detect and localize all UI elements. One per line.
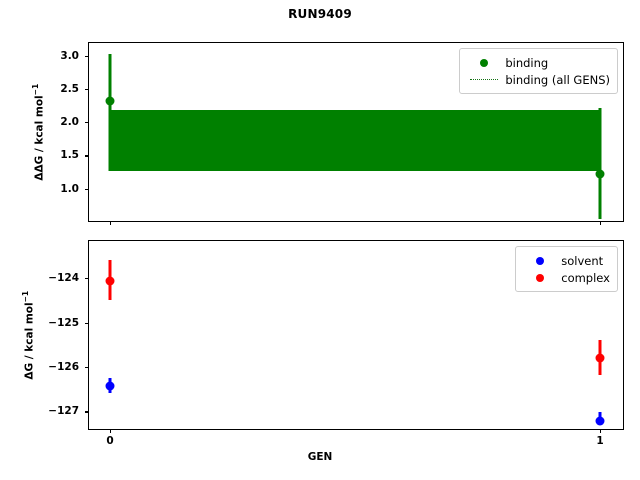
solvent-dot-icon bbox=[523, 256, 557, 265]
bottom-ytick-label-m127: −127 bbox=[48, 405, 79, 418]
bottom-ytick-m124: −124 bbox=[48, 272, 89, 284]
legend-item-solvent[interactable]: solvent bbox=[523, 252, 610, 269]
bottom-plot-legend: solvent complex bbox=[515, 246, 618, 292]
bottom-ylabel: ΔG / kcal mol−1 bbox=[21, 260, 36, 410]
top-ytick-label-1.0: 1.0 bbox=[60, 182, 79, 195]
bottom-ylabel-text: ΔG / kcal mol bbox=[23, 302, 36, 380]
bottom-ylabel-superscript: −1 bbox=[20, 290, 30, 303]
bottom-xtick-0 bbox=[110, 429, 112, 433]
bottom-ytick-label-m124: −124 bbox=[48, 272, 79, 284]
top-ylabel-text: ΔΔG / kcal mol bbox=[33, 95, 46, 181]
binding-all-gens-band bbox=[110, 109, 600, 171]
top-ytick-label-2.0: 2.0 bbox=[60, 116, 79, 129]
bottom-ytick-m125: −125 bbox=[48, 317, 89, 329]
complex-marker-gen1 bbox=[595, 353, 605, 363]
solvent-marker-gen0 bbox=[105, 381, 115, 391]
bottom-ytick-label-m125: −125 bbox=[48, 316, 79, 329]
top-ylabel: ΔΔG / kcal mol−1 bbox=[31, 57, 46, 207]
legend-label-binding: binding bbox=[505, 55, 549, 70]
legend-label-solvent: solvent bbox=[561, 253, 604, 268]
dotted-line-icon bbox=[467, 79, 501, 80]
bottom-xtick-label-0: 0 bbox=[106, 435, 114, 447]
binding-dot-icon bbox=[467, 58, 501, 67]
bottom-ytick-m126: −126 bbox=[48, 361, 89, 373]
bottom-plot-axes: −124 −125 −126 −127 0 1 bbox=[48, 240, 624, 447]
top-ytick-2.5: 2.5 bbox=[60, 83, 89, 95]
top-ytick-label-1.5: 1.5 bbox=[60, 149, 79, 162]
binding-marker-gen0 bbox=[105, 96, 115, 106]
legend-item-binding[interactable]: binding bbox=[467, 54, 610, 71]
x-axis-label: GEN bbox=[307, 451, 333, 463]
figure-title: RUN9409 bbox=[288, 7, 352, 21]
top-ytick-1.5: 1.5 bbox=[60, 149, 89, 161]
complex-dot-icon bbox=[523, 273, 557, 282]
bottom-plot-area bbox=[89, 241, 623, 429]
top-ytick-label-3.0: 3.0 bbox=[60, 49, 79, 62]
solvent-marker-gen1 bbox=[595, 416, 605, 426]
top-plot-axes: 3.0 2.5 2.0 1.5 1.0 bbox=[60, 42, 624, 225]
bottom-xtick-label-1: 1 bbox=[596, 435, 604, 447]
top-ytick-3.0: 3.0 bbox=[60, 50, 89, 62]
binding-errorbar-gen1 bbox=[598, 108, 602, 219]
binding-marker-gen1 bbox=[595, 169, 605, 179]
top-ytick-label-2.5: 2.5 bbox=[60, 82, 79, 95]
solvent-errorbar-gen1 bbox=[598, 412, 602, 421]
top-xtick-1 bbox=[600, 221, 602, 225]
legend-label-binding-all-gens: binding (all GENS) bbox=[505, 72, 610, 87]
legend-item-complex[interactable]: complex bbox=[523, 269, 610, 286]
legend-label-complex: complex bbox=[561, 270, 610, 285]
top-xtick-0 bbox=[110, 221, 112, 225]
top-ytick-1.0: 1.0 bbox=[60, 183, 89, 195]
complex-marker-gen0 bbox=[105, 276, 115, 286]
top-plot-legend: binding binding (all GENS) bbox=[459, 48, 618, 94]
top-plot-area bbox=[89, 43, 623, 221]
top-ylabel-superscript: −1 bbox=[30, 83, 40, 96]
bottom-xtick-1 bbox=[600, 429, 602, 433]
legend-item-binding-all-gens[interactable]: binding (all GENS) bbox=[467, 71, 610, 88]
bottom-ytick-m127: −127 bbox=[48, 405, 89, 417]
binding-errorbar-gen0 bbox=[108, 53, 112, 171]
top-ytick-2.0: 2.0 bbox=[60, 116, 89, 128]
bottom-ytick-label-m126: −126 bbox=[48, 361, 79, 373]
